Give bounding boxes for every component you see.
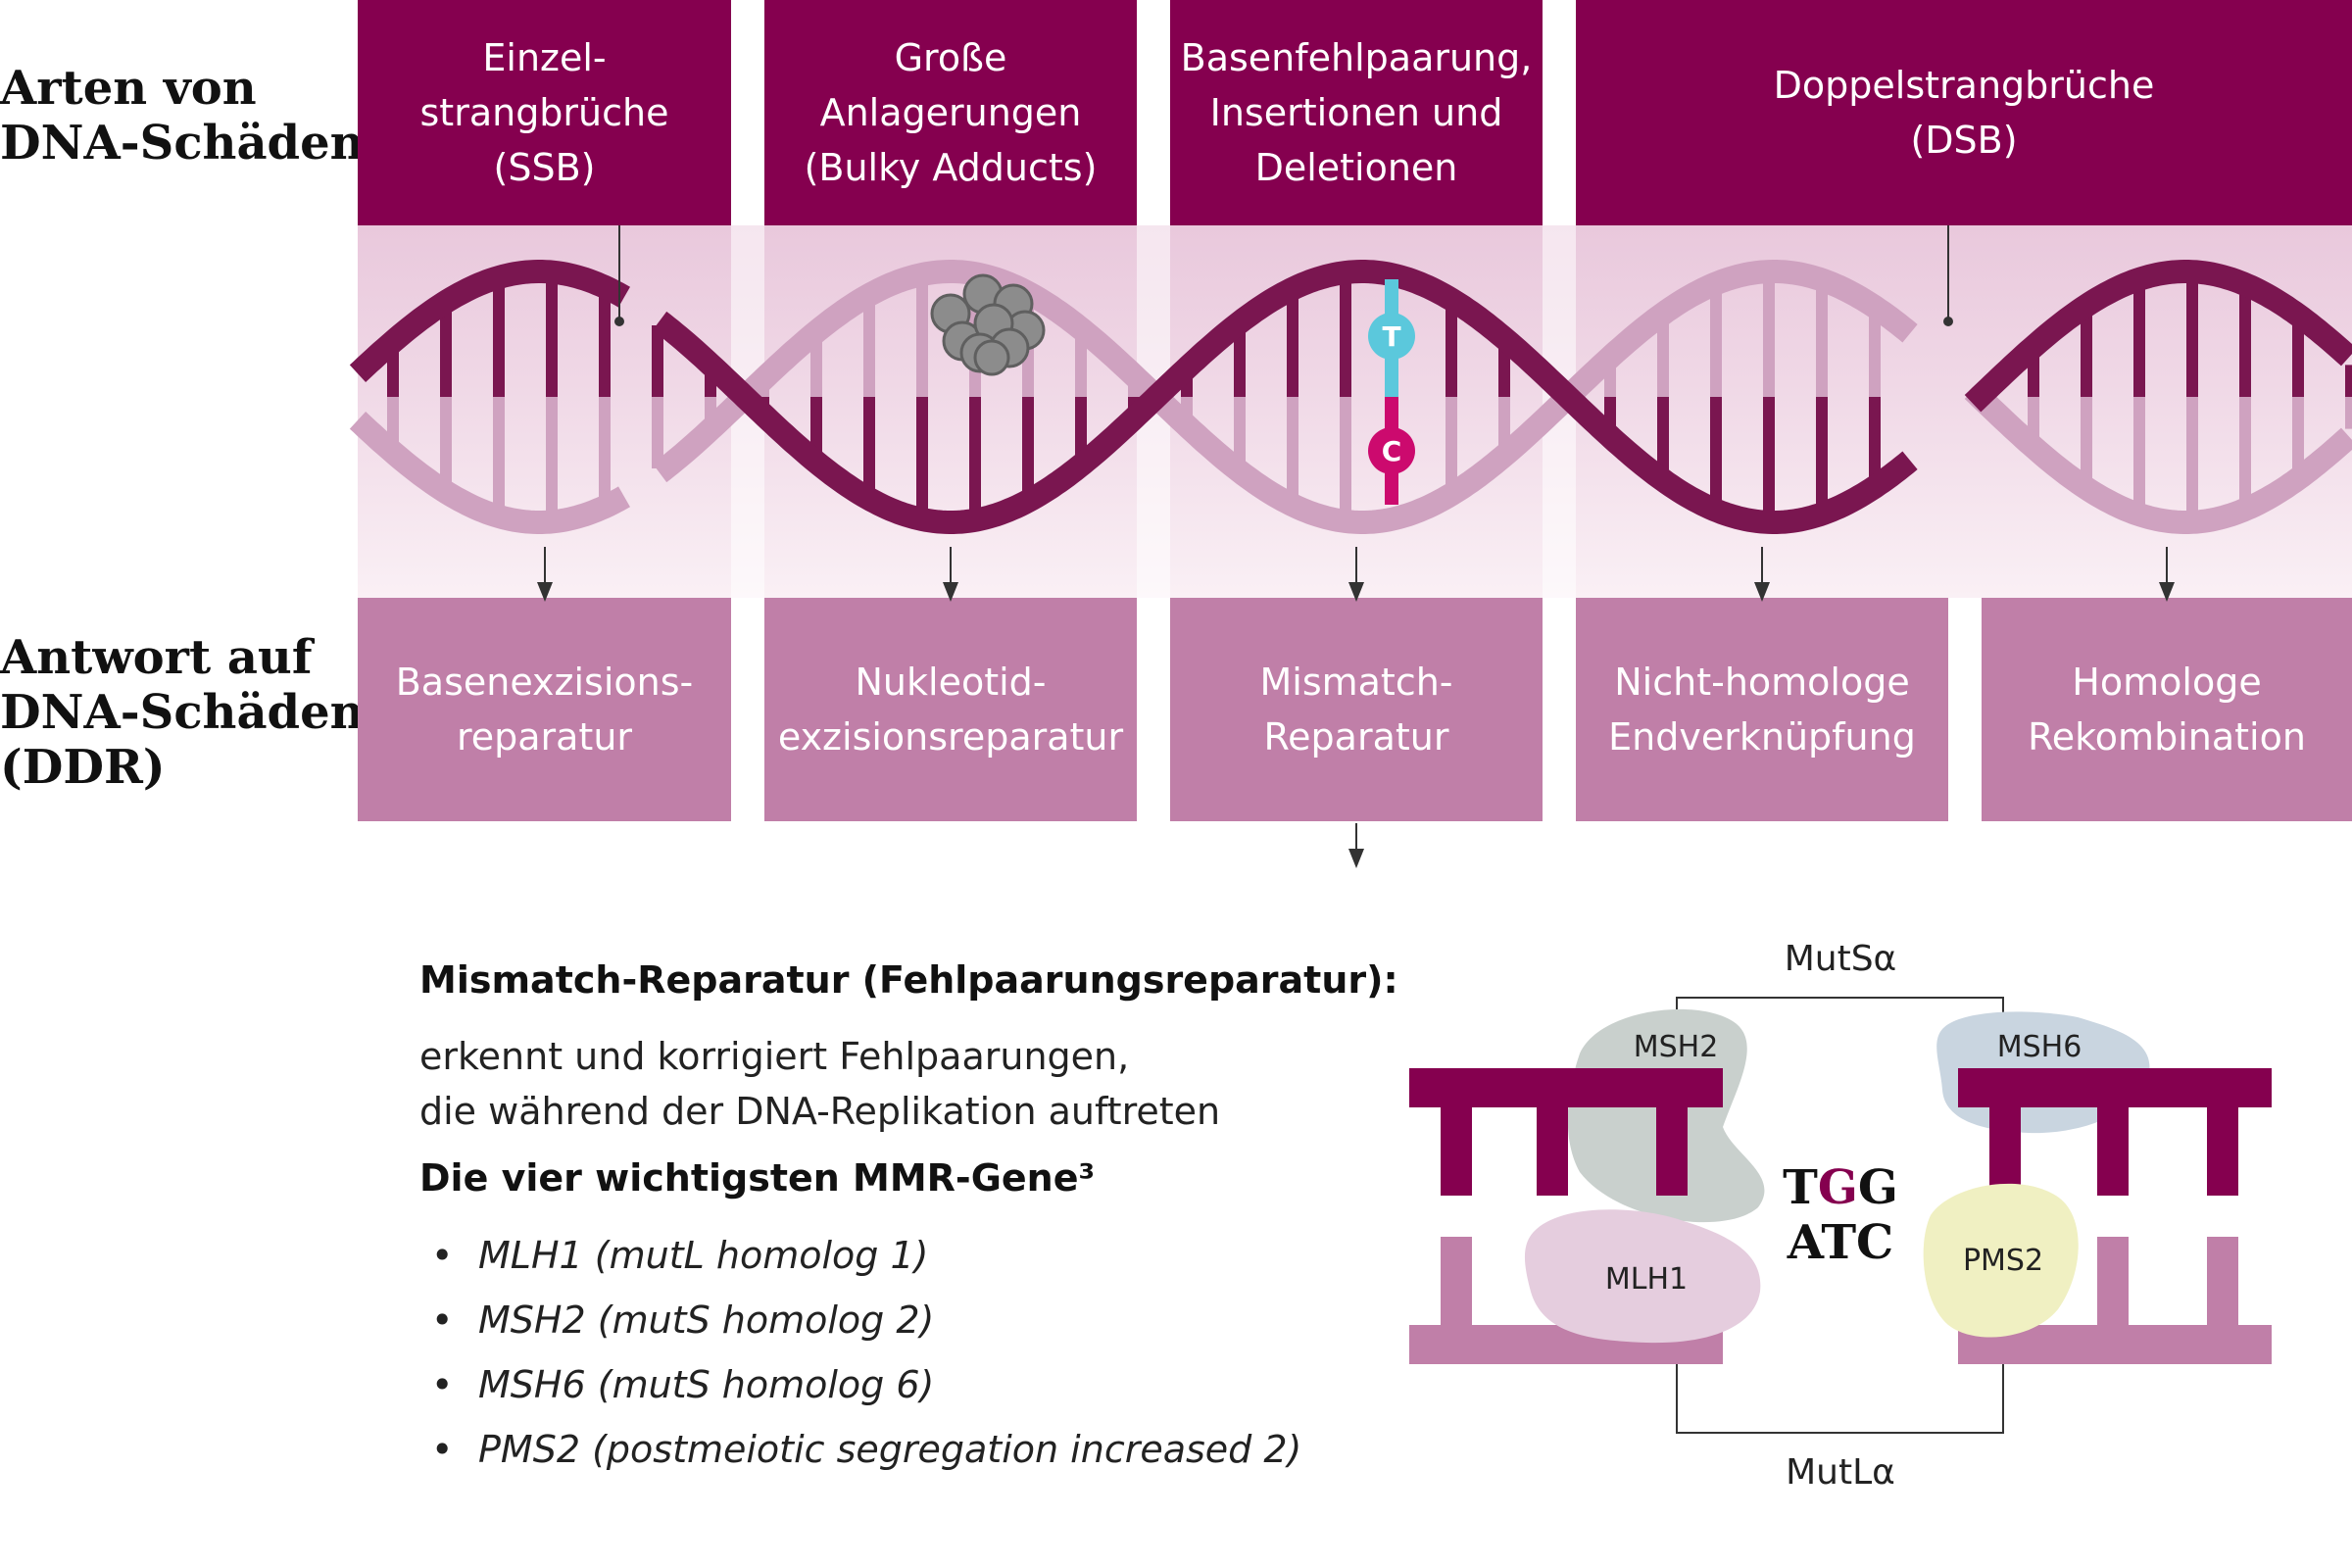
mmr-description: erkennt und korrigiert Fehlpaarungen, di… (419, 1035, 1221, 1133)
gene-name: MSH6 (mutS homolog 6) (478, 1363, 935, 1406)
repair-ner-box: Nukleotid- exzisionsreparatur (764, 598, 1137, 821)
bullet-icon: • (431, 1234, 454, 1277)
dna-strand-light (349, 260, 2352, 534)
gene-list-item: • MLH1 (mutL homolog 1) (431, 1223, 1301, 1288)
t-base-label: T (1382, 320, 1400, 353)
repair-ber-box: Basenexzisions- reparatur (358, 598, 731, 821)
bullet-icon: • (431, 1298, 454, 1342)
dna-background-band (358, 225, 2352, 598)
gene-list-item: • MSH2 (mutS homolog 2) (431, 1288, 1301, 1352)
damage-mismatch-box: Basenfehlpaarung, Insertionen und Deleti… (1170, 0, 1543, 225)
mmr-title: Mismatch-Reparatur (Fehlpaarungsreparatu… (419, 958, 1398, 1002)
dna-double-helix (349, 260, 2352, 534)
mutL-alpha-label: MutLα (1786, 1452, 1895, 1493)
repair-hr-box: Homologe Rekombination (1982, 598, 2352, 821)
mlh1-label: MLH1 (1605, 1262, 1688, 1297)
sequence-top: TGG (1783, 1160, 1898, 1215)
mlh1-protein (1524, 1209, 1761, 1344)
repair-nhej-box: Nicht-homologe Endverknüpfung (1576, 598, 1948, 821)
damage-dsb-box: Doppelstrangbrüche (DSB) (1576, 0, 2352, 225)
dsb-pointer-dot (1943, 317, 1953, 326)
damage-response-row-label: Antwort auf DNA-Schäden (DDR) (0, 630, 365, 795)
ssb-pointer-dot (614, 317, 624, 326)
c-base-label: C (1382, 435, 1402, 467)
mutL-bracket (1676, 1313, 2004, 1434)
sequence-top-base-2: G (1818, 1160, 1858, 1215)
dna-strand-dark (349, 260, 2352, 534)
pms2-protein (1923, 1183, 2079, 1338)
c-base-icon (1368, 427, 1415, 474)
pms2-label: PMS2 (1963, 1244, 2043, 1278)
damage-types-row-label: Arten von DNA-Schäden (0, 61, 365, 171)
gene-list-item: • MSH6 (mutS homolog 6) (431, 1352, 1301, 1417)
bullet-icon: • (431, 1428, 454, 1471)
mmr-genes-title: Die vier wichtigsten MMR-Gene³ (419, 1156, 1096, 1200)
sequence-top-base-3: G (1858, 1160, 1898, 1215)
mmr-gene-list: • MLH1 (mutL homolog 1) • MSH2 (mutS homol… (431, 1223, 1301, 1482)
gene-list-item: • PMS2 (postmeiotic segregation increased… (431, 1417, 1301, 1482)
helix-to-repair-arrows (537, 547, 2175, 868)
gene-name: PMS2 (postmeiotic segregation increased … (478, 1428, 1302, 1471)
mutS-alpha-label: MutSα (1785, 939, 1897, 979)
t-base-icon (1368, 313, 1415, 360)
gene-name: MLH1 (mutL homolog 1) (478, 1234, 929, 1277)
mismatch-base-pair: T C (1368, 279, 1415, 505)
msh2-label: MSH2 (1634, 1030, 1719, 1064)
sequence-top-base-1: T (1783, 1160, 1818, 1215)
damage-ssb-box: Einzel- strangbrüche (SSB) (358, 0, 731, 225)
damage-bulky-adducts-box: Große Anlagerungen (Bulky Adducts) (764, 0, 1137, 225)
bullet-icon: • (431, 1363, 454, 1406)
msh6-label: MSH6 (1997, 1030, 2082, 1064)
sequence-bottom: ATC (1787, 1215, 1894, 1270)
mmr-complex-illustration: MSH2 MSH6 MLH1 PMS2 MutSα MutLα TGG ATC (1409, 939, 2272, 1493)
bulky-adduct-cluster-icon (930, 273, 1046, 376)
repair-mmr-box: Mismatch- Reparatur (1170, 598, 1543, 821)
gene-name: MSH2 (mutS homolog 2) (478, 1298, 935, 1342)
